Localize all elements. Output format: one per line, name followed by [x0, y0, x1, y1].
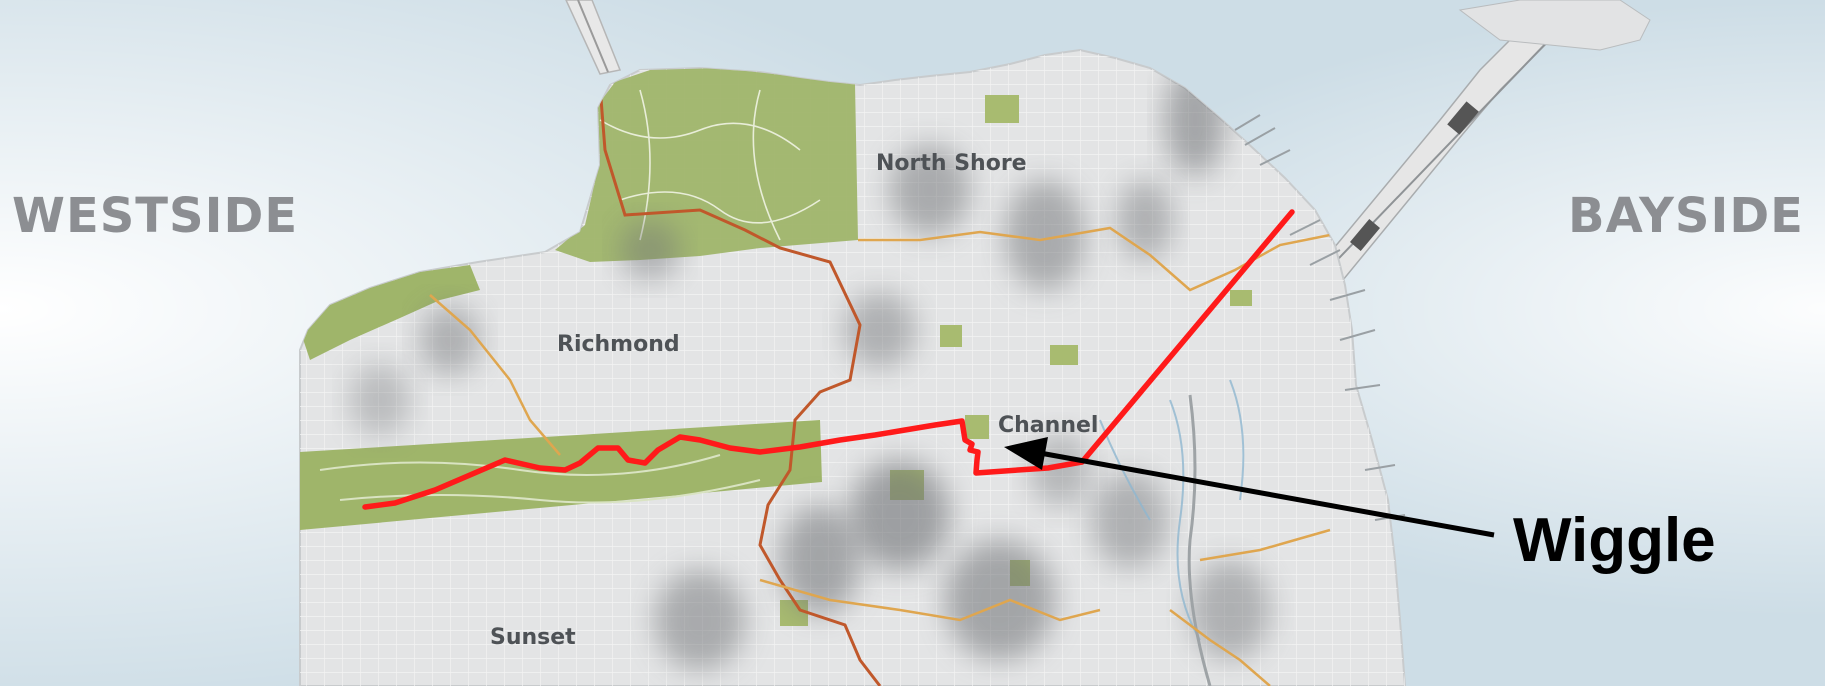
region-label-westside: WESTSIDE: [12, 188, 299, 244]
district-boundary-red: [596, 59, 882, 686]
bay-bridge-tower: [1447, 101, 1479, 135]
golden-gate-bridge-line: [577, 0, 609, 73]
annotation-arrow: [1004, 437, 1495, 538]
bike-route-diagonal: [1079, 209, 1295, 465]
small-park: [940, 325, 962, 347]
small-park: [1050, 345, 1078, 365]
region-label-bayside: BAYSIDE: [1568, 188, 1804, 244]
district-boundary-orange: [429, 226, 1331, 686]
small-park: [1230, 290, 1252, 306]
bike-route: [362, 418, 1085, 510]
neighborhood-label-north-shore: North Shore: [876, 151, 1027, 176]
neighborhood-label-richmond: Richmond: [557, 332, 680, 357]
land-details: [300, 50, 1405, 686]
neighborhood-label-sunset: Sunset: [490, 625, 576, 650]
treasure-island: [1458, 0, 1651, 51]
bay-bridge-tower: [1349, 219, 1381, 251]
presidio-trails: [599, 89, 821, 241]
annotation-label-wiggle: Wiggle: [1513, 506, 1716, 575]
neighborhood-label-channel: Channel: [998, 413, 1099, 438]
golden-gate-park-paths: [319, 454, 761, 504]
small-park: [985, 95, 1019, 123]
hill-shading: [350, 65, 1270, 670]
small-park: [965, 415, 989, 439]
freeway: [1187, 394, 1212, 686]
lands-end-park: [300, 265, 480, 360]
